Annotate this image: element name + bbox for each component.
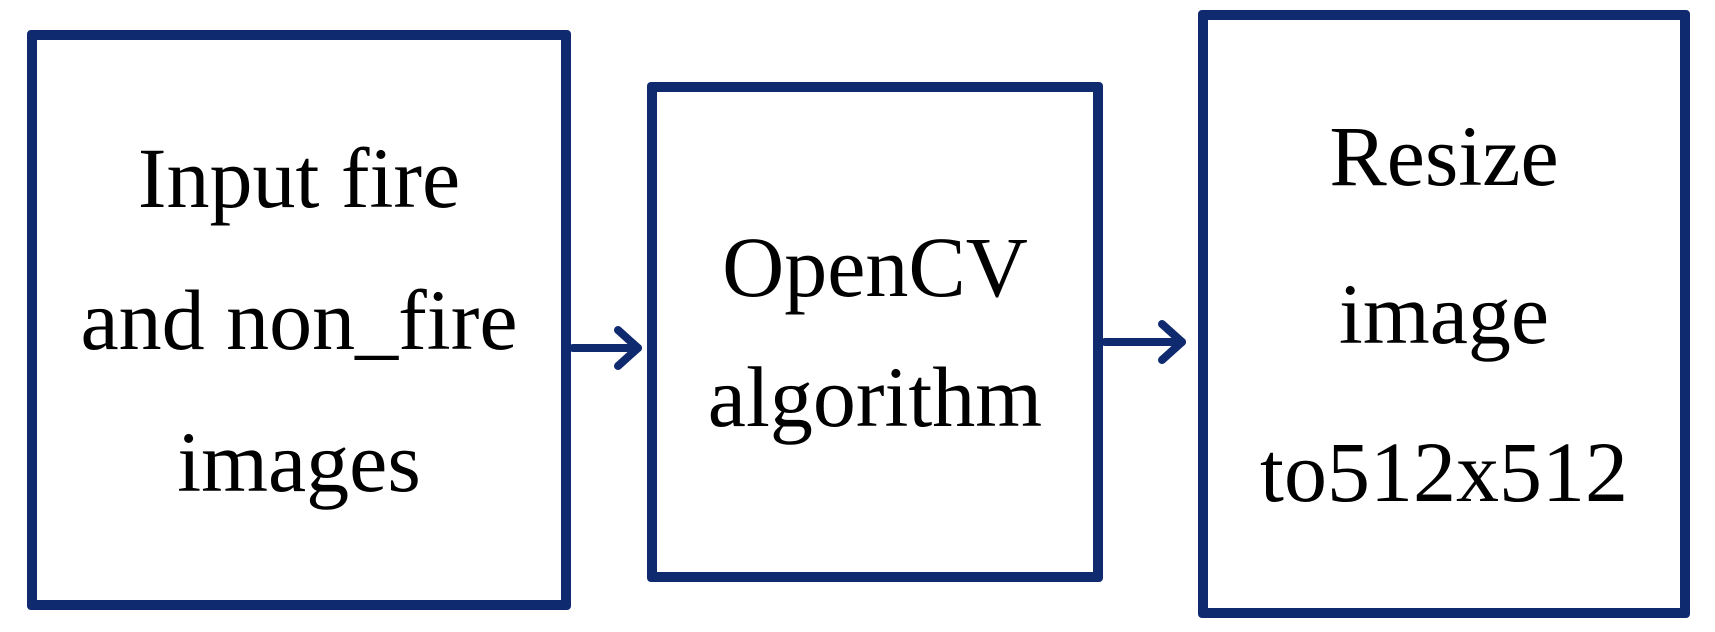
step-box-input-images: Input fire and non_fire images (27, 30, 571, 610)
step-box-label-line: OpenCV (722, 219, 1028, 315)
step-box-label-line: algorithm (707, 349, 1043, 445)
step-box-label-line: images (177, 414, 421, 510)
step-box-label-line: Input fire (137, 130, 461, 226)
step-box-label-line: to512x512 (1260, 424, 1628, 520)
arrow-opencv-to-resize (1101, 320, 1186, 364)
step-box-label-line: and non_fire (80, 272, 518, 368)
step-box-opencv-algorithm: OpenCV algorithm (647, 82, 1103, 582)
step-box-resize-image: Resize image to512x512 (1198, 10, 1690, 618)
step-box-label-line: image (1338, 266, 1550, 362)
step-box-label-line: Resize (1329, 108, 1559, 204)
arrow-input-to-opencv (569, 326, 642, 370)
